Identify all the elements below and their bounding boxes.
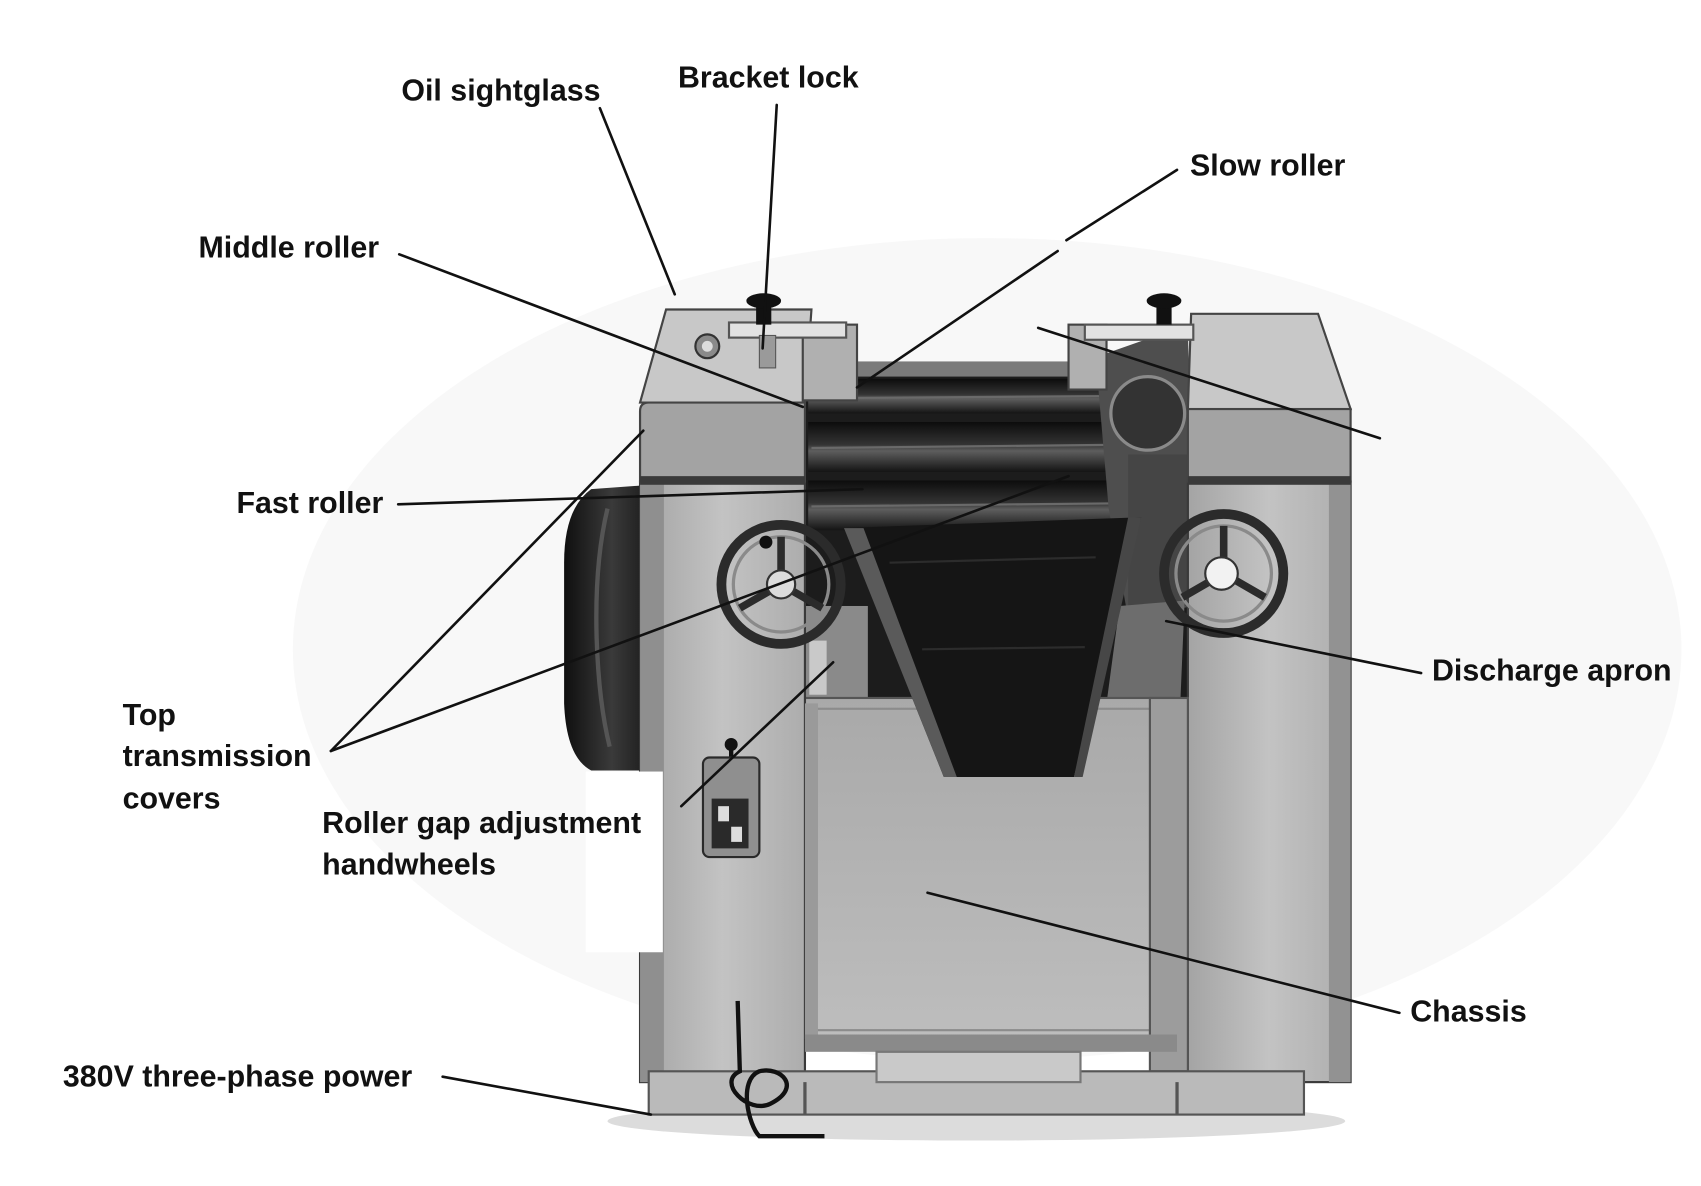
label-chassis: Chassis [1410, 996, 1526, 1029]
leader-line-oil-sightglass [598, 106, 677, 296]
right-housing-gap [1187, 476, 1351, 485]
label-bracket-lock: Bracket lock [678, 62, 859, 95]
leader-line-slow-roller [1065, 168, 1179, 242]
leader-line-top-transmission-covers [329, 429, 645, 753]
left-bracket-bar [727, 321, 848, 339]
right-roller-bearing [1109, 374, 1187, 452]
label-middle-roller: Middle roller [199, 232, 380, 265]
discharge-apron-right-edge [1073, 517, 1142, 777]
label-top-transmission-covers-line2: transmission [123, 740, 312, 773]
leader-lines [329, 103, 1423, 1116]
base-front-strip [804, 1034, 1178, 1052]
oil-sightglass-lens [701, 340, 713, 352]
right-bracket-bar [1083, 323, 1195, 341]
leader-line-power [441, 1075, 653, 1116]
left-inner-plate [809, 640, 827, 695]
slow-roller-highlight [811, 394, 1111, 400]
leader-line-bracket-lock [761, 103, 779, 350]
label-oil-sightglass: Oil sightglass [401, 75, 600, 108]
label-top-transmission-covers-line3: covers [123, 782, 221, 815]
labels: Oil sightglass Bracket lock Slow roller … [63, 62, 1672, 1094]
power-switch-box [701, 738, 761, 859]
label-roller-gap-handwheels-line1: Roller gap adjustment [322, 807, 641, 840]
label-power: 380V three-phase power [63, 1060, 413, 1093]
discharge-apron-texture [922, 646, 1085, 651]
right-bracket-lock-knob-icon [1146, 293, 1182, 309]
leader-line-fast-roller [396, 487, 864, 506]
label-slow-roller: Slow roller [1190, 149, 1345, 182]
label-fast-roller: Fast roller [236, 487, 383, 520]
left-housing-gap [640, 476, 805, 485]
fast-roller-highlight [811, 502, 1133, 508]
leader-line-right-housing [1036, 326, 1382, 440]
left-handwheel [716, 519, 846, 649]
leader-line-middle-roller [397, 252, 805, 409]
left-frame-inner-strip [804, 703, 818, 1039]
leader-line-discharge-apron [1164, 619, 1423, 675]
label-roller-gap-handwheels-line2: handwheels [322, 848, 496, 881]
leader-line-chassis [926, 891, 1401, 1015]
three-roll-mill [564, 293, 1353, 1139]
right-frame-side [1328, 481, 1351, 1083]
discharge-apron-left-edge [843, 528, 957, 777]
right-frame-inner-strip [1148, 696, 1189, 1073]
power-cable [729, 1000, 825, 1139]
leader-line-slow-roller [855, 249, 1060, 389]
left-bracket-lock-knob-icon [746, 293, 782, 309]
leader-line-top-transmission-covers [329, 474, 1070, 753]
discharge-apron-texture [889, 556, 1096, 564]
label-backdrop [585, 771, 663, 953]
leader-line-roller-gap-handwheels [679, 660, 835, 808]
label-discharge-apron: Discharge apron [1432, 655, 1672, 688]
left-housing-front [638, 401, 807, 483]
left-transmission-cover-highlight [594, 508, 612, 748]
right-apron-plate [1106, 600, 1185, 704]
label-top-transmission-covers-line1: Top [123, 699, 176, 732]
base-center-block [875, 1050, 1082, 1084]
middle-roller-highlight [811, 443, 1122, 450]
left-transmission-cover [564, 484, 651, 771]
